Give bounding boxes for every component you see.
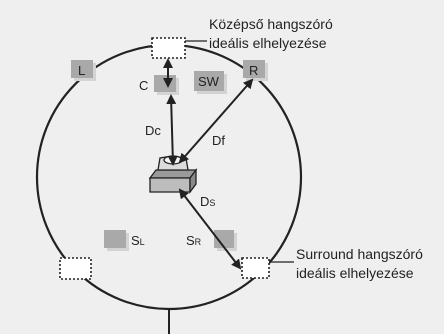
speaker-surround-right-label: SR bbox=[186, 233, 202, 248]
distance-center-label: Dc bbox=[145, 123, 161, 138]
speaker-left-label: L bbox=[78, 63, 85, 78]
speaker-subwoofer-label: SW bbox=[198, 74, 220, 89]
distance-center-arrow-lower bbox=[166, 94, 178, 166]
speaker-center-label: C bbox=[139, 78, 148, 93]
speaker-center bbox=[154, 75, 179, 95]
surround-callout-line1: Surround hangszóró bbox=[296, 246, 423, 262]
distance-surround-arrow bbox=[178, 188, 242, 270]
surround-callout-line2: ideális elhelyezése bbox=[296, 265, 414, 281]
distance-surround-label: DS bbox=[200, 194, 215, 209]
speaker-right bbox=[243, 60, 268, 81]
ideal-surround-right-box bbox=[241, 257, 270, 279]
speaker-left bbox=[71, 60, 96, 81]
speaker-surround-left-label: SL bbox=[131, 233, 145, 248]
speaker-surround-left bbox=[104, 230, 129, 251]
ideal-surround-left-box bbox=[59, 257, 92, 280]
center-callout-line2: ideális elhelyezése bbox=[209, 35, 327, 51]
center-callout-line1: Középső hangszóró bbox=[209, 16, 333, 32]
distance-front-label: Df bbox=[212, 133, 225, 148]
ideal-center-box bbox=[151, 37, 186, 59]
speaker-right-label: R bbox=[249, 63, 258, 78]
distance-front-arrow bbox=[178, 78, 254, 164]
